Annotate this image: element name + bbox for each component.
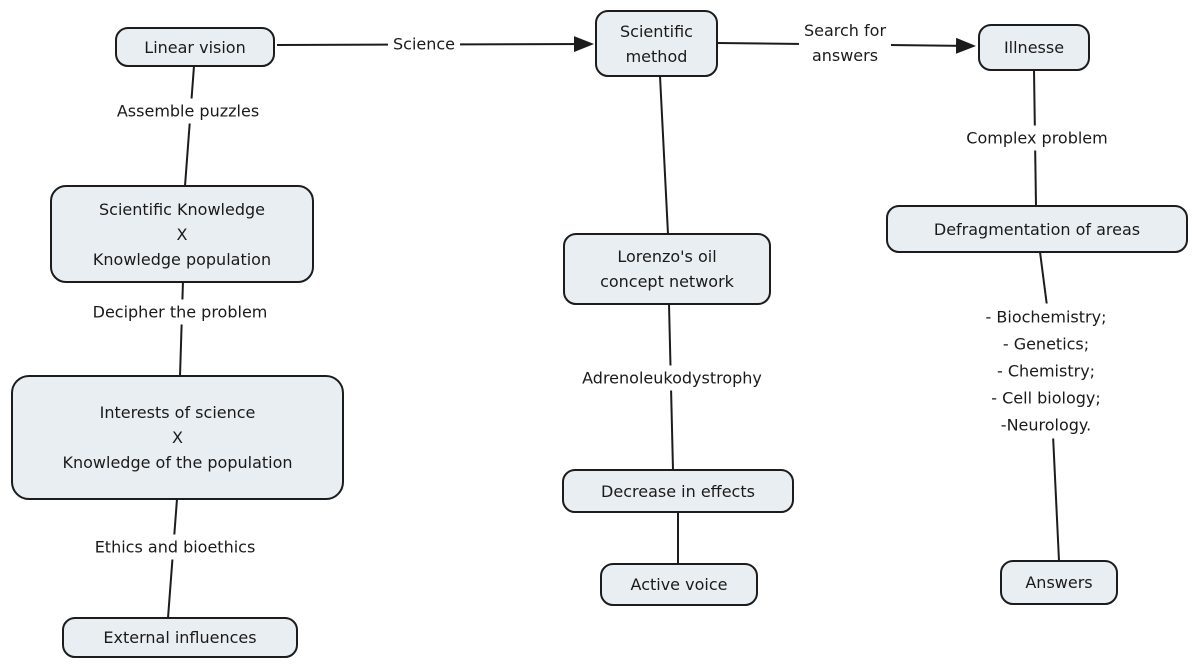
node-scientific-knowledge[interactable]: Scientific Knowledge X Knowledge populat… [50, 185, 314, 283]
node-decrease-in-effects[interactable]: Decrease in effects [562, 469, 794, 513]
node-interests-of-science[interactable]: Interests of science X Knowledge of the … [11, 375, 344, 500]
node-illnesse[interactable]: Illnesse [978, 24, 1090, 71]
node-external-influences[interactable]: External influences [62, 617, 298, 658]
edge-label-adrenoleukodystrophy: Adrenoleukodystrophy [577, 365, 767, 391]
edge-label-science: Science [387, 31, 461, 57]
node-answers[interactable]: Answers [1000, 560, 1118, 605]
edge-label-complex-problem: Complex problem [961, 125, 1113, 151]
node-linear-vision[interactable]: Linear vision [115, 27, 275, 67]
edge-label-search-for-answers: Search for answers [798, 18, 892, 68]
edge-label-assemble-puzzles: Assemble puzzles [111, 98, 265, 124]
node-defragmentation-of-areas[interactable]: Defragmentation of areas [886, 205, 1188, 253]
edge-method-to-lorenzo [659, 75, 669, 235]
edge-label-ethics-and-bioethics: Ethics and bioethics [89, 534, 261, 560]
node-active-voice[interactable]: Active voice [600, 563, 758, 606]
node-lorenzos-oil-concept-network[interactable]: Lorenzo's oil concept network [563, 233, 771, 305]
edge-defrag-to-areas [1039, 251, 1048, 307]
edge-linear-to-knowledge [184, 65, 195, 187]
edge-areas-to-answers [1052, 434, 1060, 562]
edge-knowledge-to-interests [179, 280, 184, 377]
edge-label-decipher-the-problem: Decipher the problem [87, 299, 273, 325]
node-scientific-method[interactable]: Scientific method [595, 10, 718, 77]
edge-label-areas-list: - Biochemistry; - Genetics; - Chemistry;… [980, 303, 1112, 439]
